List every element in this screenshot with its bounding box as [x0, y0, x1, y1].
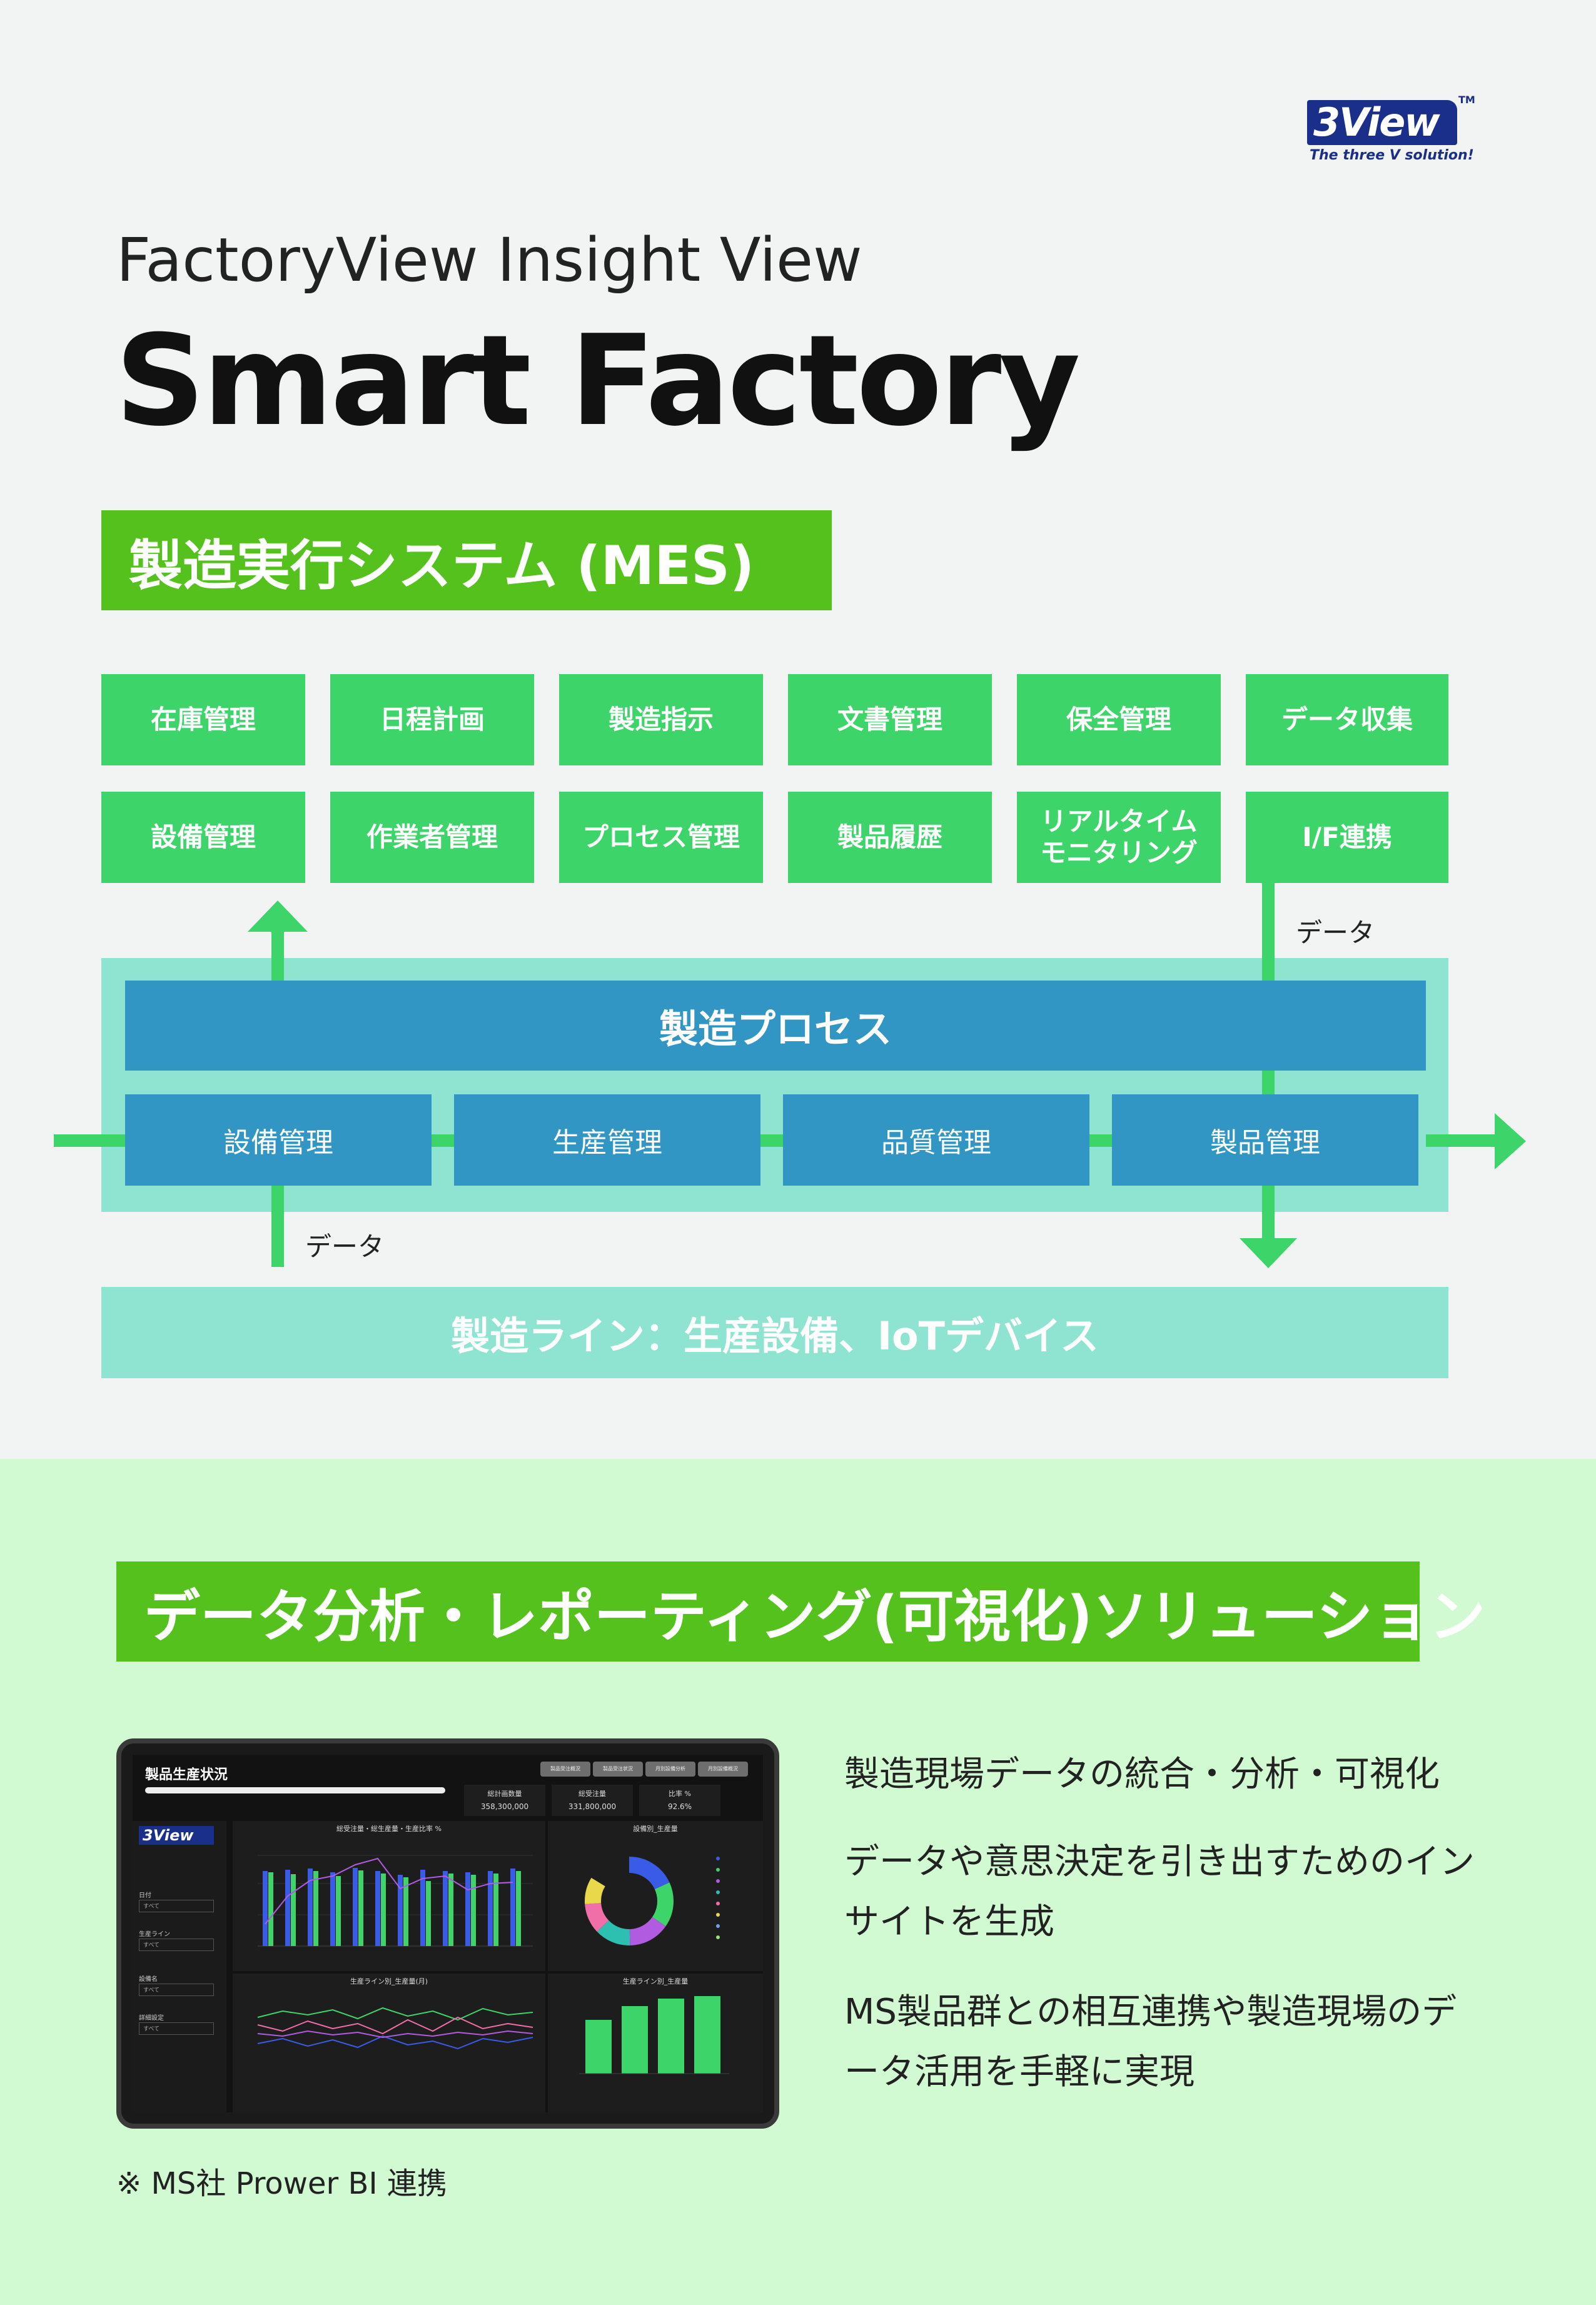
connector-1: [432, 1134, 454, 1147]
panel-title: 設備別_生産量: [633, 1825, 678, 1833]
filter-label: 詳細設定: [139, 2015, 164, 2022]
kpi-value: 92.6%: [667, 1802, 692, 1811]
module-inventory: 在庫管理: [101, 674, 305, 765]
logo-tagline: The three V solution!: [1310, 148, 1474, 163]
kpi-value: 358,300,000: [480, 1802, 529, 1811]
kpi-ratio: 比率 % 92.6%: [639, 1785, 720, 1816]
module-equipment: 設備管理: [101, 792, 305, 883]
bar-group: [263, 1868, 521, 1946]
module-document: 文書管理: [788, 674, 992, 765]
manufacturing-line-bar: 製造ライン：生産設備、IoTデバイス: [101, 1287, 1448, 1378]
dashboard-screen: 製品生産状況 製品受注概況製品受注状況月別設備分析月別設備概況 総計画数量 35…: [133, 1755, 763, 2112]
kpi-label: 総計画数量: [487, 1790, 522, 1798]
output-line: [1426, 1134, 1501, 1147]
line-production-bar-chart: [579, 1996, 729, 2074]
data-flow-up-upper: [271, 929, 284, 981]
page-title: Smart Factory: [115, 308, 1081, 454]
data-label-top: データ: [1296, 917, 1375, 948]
panel-line-production: 生産ライン別_生産量: [548, 1974, 763, 2112]
kpi-label: 総受注量: [578, 1790, 606, 1798]
equipment-donut-chart: [585, 1857, 720, 1945]
process-step-production: 生産管理: [454, 1094, 760, 1186]
data-flow-up-lower: [271, 1186, 284, 1267]
dashboard-tablet: 製品生産状況 製品受注概況製品受注状況月別設備分析月別設備概況 総計画数量 35…: [116, 1738, 779, 2129]
panel-orders-production: 総受注量・総生産量・生産比率 %: [233, 1821, 545, 1971]
tab-order-overview[interactable]: 製品受注概況: [540, 1762, 590, 1777]
module-product-history: 製品履歴: [788, 792, 992, 883]
line-production-chart: [257, 2007, 533, 2050]
bullet-insight: データや意思決定を引き出すためのインサイトを生成: [844, 1842, 1475, 1942]
panel-equipment-production: 設備別_生産量: [548, 1821, 763, 1971]
tab-order-status[interactable]: 製品受注状況: [593, 1762, 643, 1777]
product-subtitle: FactoryView Insight View: [116, 225, 862, 295]
data-flow-down-lower: [1262, 1186, 1275, 1242]
orders-production-chart: [258, 1855, 533, 1947]
module-process: プロセス管理: [559, 792, 763, 883]
brand-logo: 3View TM The three V solution!: [1307, 94, 1475, 169]
kpi-planned: 総計画数量 358,300,000: [464, 1785, 545, 1816]
dashboard-sidebar: 3View 日付 すべて 生産ライン すべて 設備名 すべて 詳細設定 すべて: [133, 1821, 226, 2112]
panel-title: 生産ライン別_生産量: [622, 1977, 689, 1985]
dashboard-tabs: 製品受注概況製品受注状況月別設備分析月別設備概況: [540, 1761, 759, 1778]
date-slider[interactable]: [145, 1787, 445, 1793]
tab-monthly-equipment-analysis[interactable]: 月別設備分析: [645, 1762, 695, 1777]
down-arrow-icon: [1240, 1238, 1297, 1268]
process-step-equipment: 設備管理: [125, 1094, 432, 1186]
kpi-value: 331,800,000: [568, 1802, 617, 1811]
panel-title: 総受注量・総生産量・生産比率 %: [336, 1825, 442, 1833]
filter-line-select[interactable]: すべて: [139, 1939, 214, 1951]
data-flow-down-middle: [1262, 1071, 1275, 1094]
module-work-order: 製造指示: [559, 674, 763, 765]
process-step-quality: 品質管理: [783, 1094, 1089, 1186]
process-header: 製造プロセス: [125, 981, 1426, 1071]
filter-equipment-select[interactable]: すべて: [139, 1984, 214, 1996]
output-arrow-icon: [1495, 1113, 1526, 1169]
tab-monthly-equipment-overview[interactable]: 月別設備概況: [698, 1762, 748, 1777]
bullet-integration: 製造現場データの統合・分析・可視化: [844, 1754, 1440, 1795]
filter-date-select[interactable]: すべて: [139, 1900, 214, 1912]
filter-label: 日付: [139, 1892, 151, 1899]
mes-banner: 製造実行システム (MES): [101, 510, 832, 610]
footnote: ※ MS社 Prower BI 連携: [116, 2166, 447, 2201]
filter-detail-select[interactable]: すべて: [139, 2022, 214, 2035]
filter-label: 設備名: [139, 1976, 158, 1983]
module-if-integration: I/F連携: [1246, 792, 1448, 883]
kpi-label: 比率 %: [669, 1790, 691, 1798]
module-scheduling: 日程計画: [330, 674, 534, 765]
analytics-banner: データ分析・レポーティング(可視化)ソリューション: [116, 1561, 1485, 1662]
module-data-collection: データ収集: [1246, 674, 1448, 765]
dashboard-title: 製品生産状況: [145, 1767, 228, 1783]
panel-line-production-monthly: 生産ライン別_生産量(月): [233, 1974, 545, 2112]
filter-label: 生産ライン: [139, 1931, 170, 1938]
connector-3: [1089, 1134, 1112, 1147]
logo-mark: 3View: [1307, 100, 1457, 145]
connector-2: [760, 1134, 783, 1147]
bullet-ms-integration: MS製品群との相互連携や製造現場のデータ活用を手軽に実現: [844, 1992, 1457, 2092]
sidebar-logo: 3View: [139, 1826, 214, 1845]
data-flow-down-upper: [1262, 883, 1275, 981]
data-label-bottom: データ: [305, 1231, 385, 1262]
logo-tm: TM: [1458, 94, 1475, 106]
input-line: [54, 1134, 126, 1147]
process-step-product: 製品管理: [1112, 1094, 1418, 1186]
up-arrow-icon: [248, 900, 308, 932]
module-maintenance: 保全管理: [1017, 674, 1221, 765]
kpi-orders: 総受注量 331,800,000: [552, 1785, 633, 1816]
module-realtime-monitoring: リアルタイム モニタリング: [1017, 792, 1221, 883]
module-operator: 作業者管理: [330, 792, 534, 883]
panel-title: 生産ライン別_生産量(月): [350, 1977, 428, 1985]
